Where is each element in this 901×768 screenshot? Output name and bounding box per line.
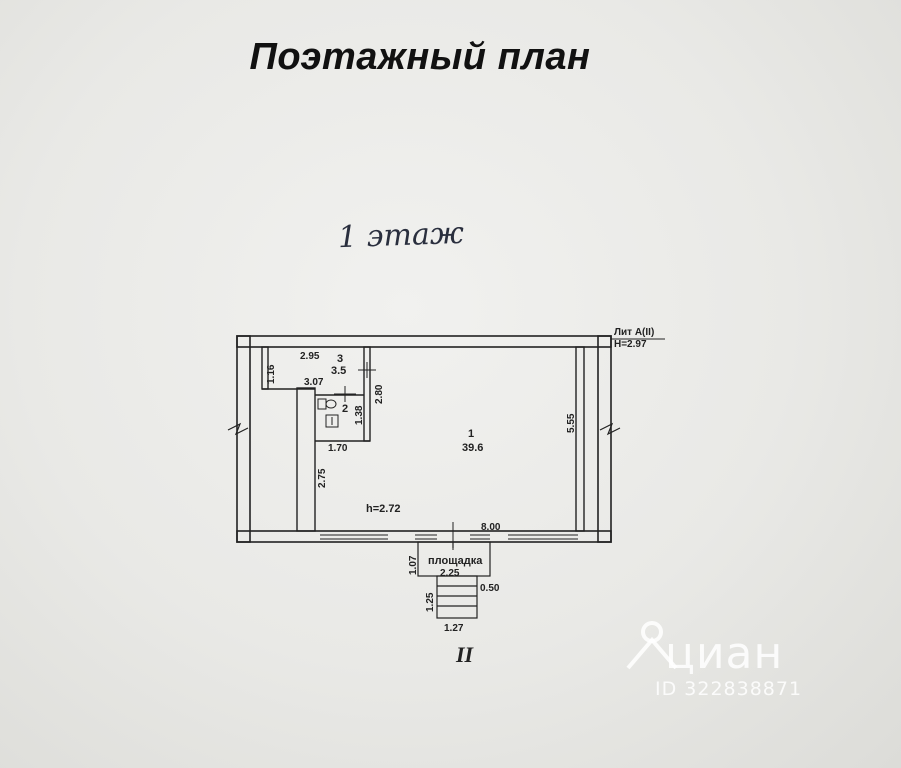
room-3-area: 3.5 bbox=[331, 365, 346, 377]
room-1-number: 1 bbox=[468, 428, 474, 440]
dim-295: 2.95 bbox=[300, 351, 320, 362]
dim-107: 1.07 bbox=[408, 555, 419, 575]
dim-138: 1.38 bbox=[354, 405, 365, 425]
dim-800: 8.00 bbox=[481, 522, 501, 533]
section-mark: II bbox=[456, 642, 474, 667]
toilet-icon bbox=[317, 398, 337, 410]
room-3-number: 3 bbox=[337, 353, 343, 365]
break-marks bbox=[227, 422, 621, 436]
page-title: Поэтажный план bbox=[249, 36, 591, 78]
windows bbox=[320, 534, 578, 540]
dim-127: 1.27 bbox=[444, 623, 464, 634]
lit-name: Лит А(II) bbox=[614, 327, 654, 338]
watermark-id: ID 322838871 bbox=[655, 678, 803, 700]
dim-050: 0.50 bbox=[480, 583, 500, 594]
ceiling-height: h=2.72 bbox=[366, 503, 401, 515]
outer-walls bbox=[236, 335, 612, 543]
watermark-brand: циан bbox=[665, 628, 784, 679]
dim-275: 2.75 bbox=[317, 468, 328, 488]
room-2-number: 2 bbox=[342, 403, 348, 415]
sink-icon bbox=[325, 414, 339, 428]
dim-170: 1.70 bbox=[328, 443, 348, 454]
dim-225: 2.25 bbox=[440, 568, 460, 579]
dim-116: 1.16 bbox=[266, 364, 277, 384]
location-pin-icon bbox=[626, 621, 678, 670]
axis-marks bbox=[334, 362, 454, 550]
dim-307: 3.07 bbox=[304, 377, 324, 388]
dim-125: 1.25 bbox=[425, 592, 436, 612]
dim-280: 2.80 bbox=[374, 384, 385, 404]
room-1-area: 39.6 bbox=[462, 442, 483, 454]
lit-height: Н=2.97 bbox=[614, 339, 647, 350]
stairs bbox=[436, 575, 478, 619]
interior-walls bbox=[261, 346, 585, 532]
dim-555: 5.55 bbox=[566, 413, 577, 433]
landing-label: площадка bbox=[428, 555, 483, 567]
